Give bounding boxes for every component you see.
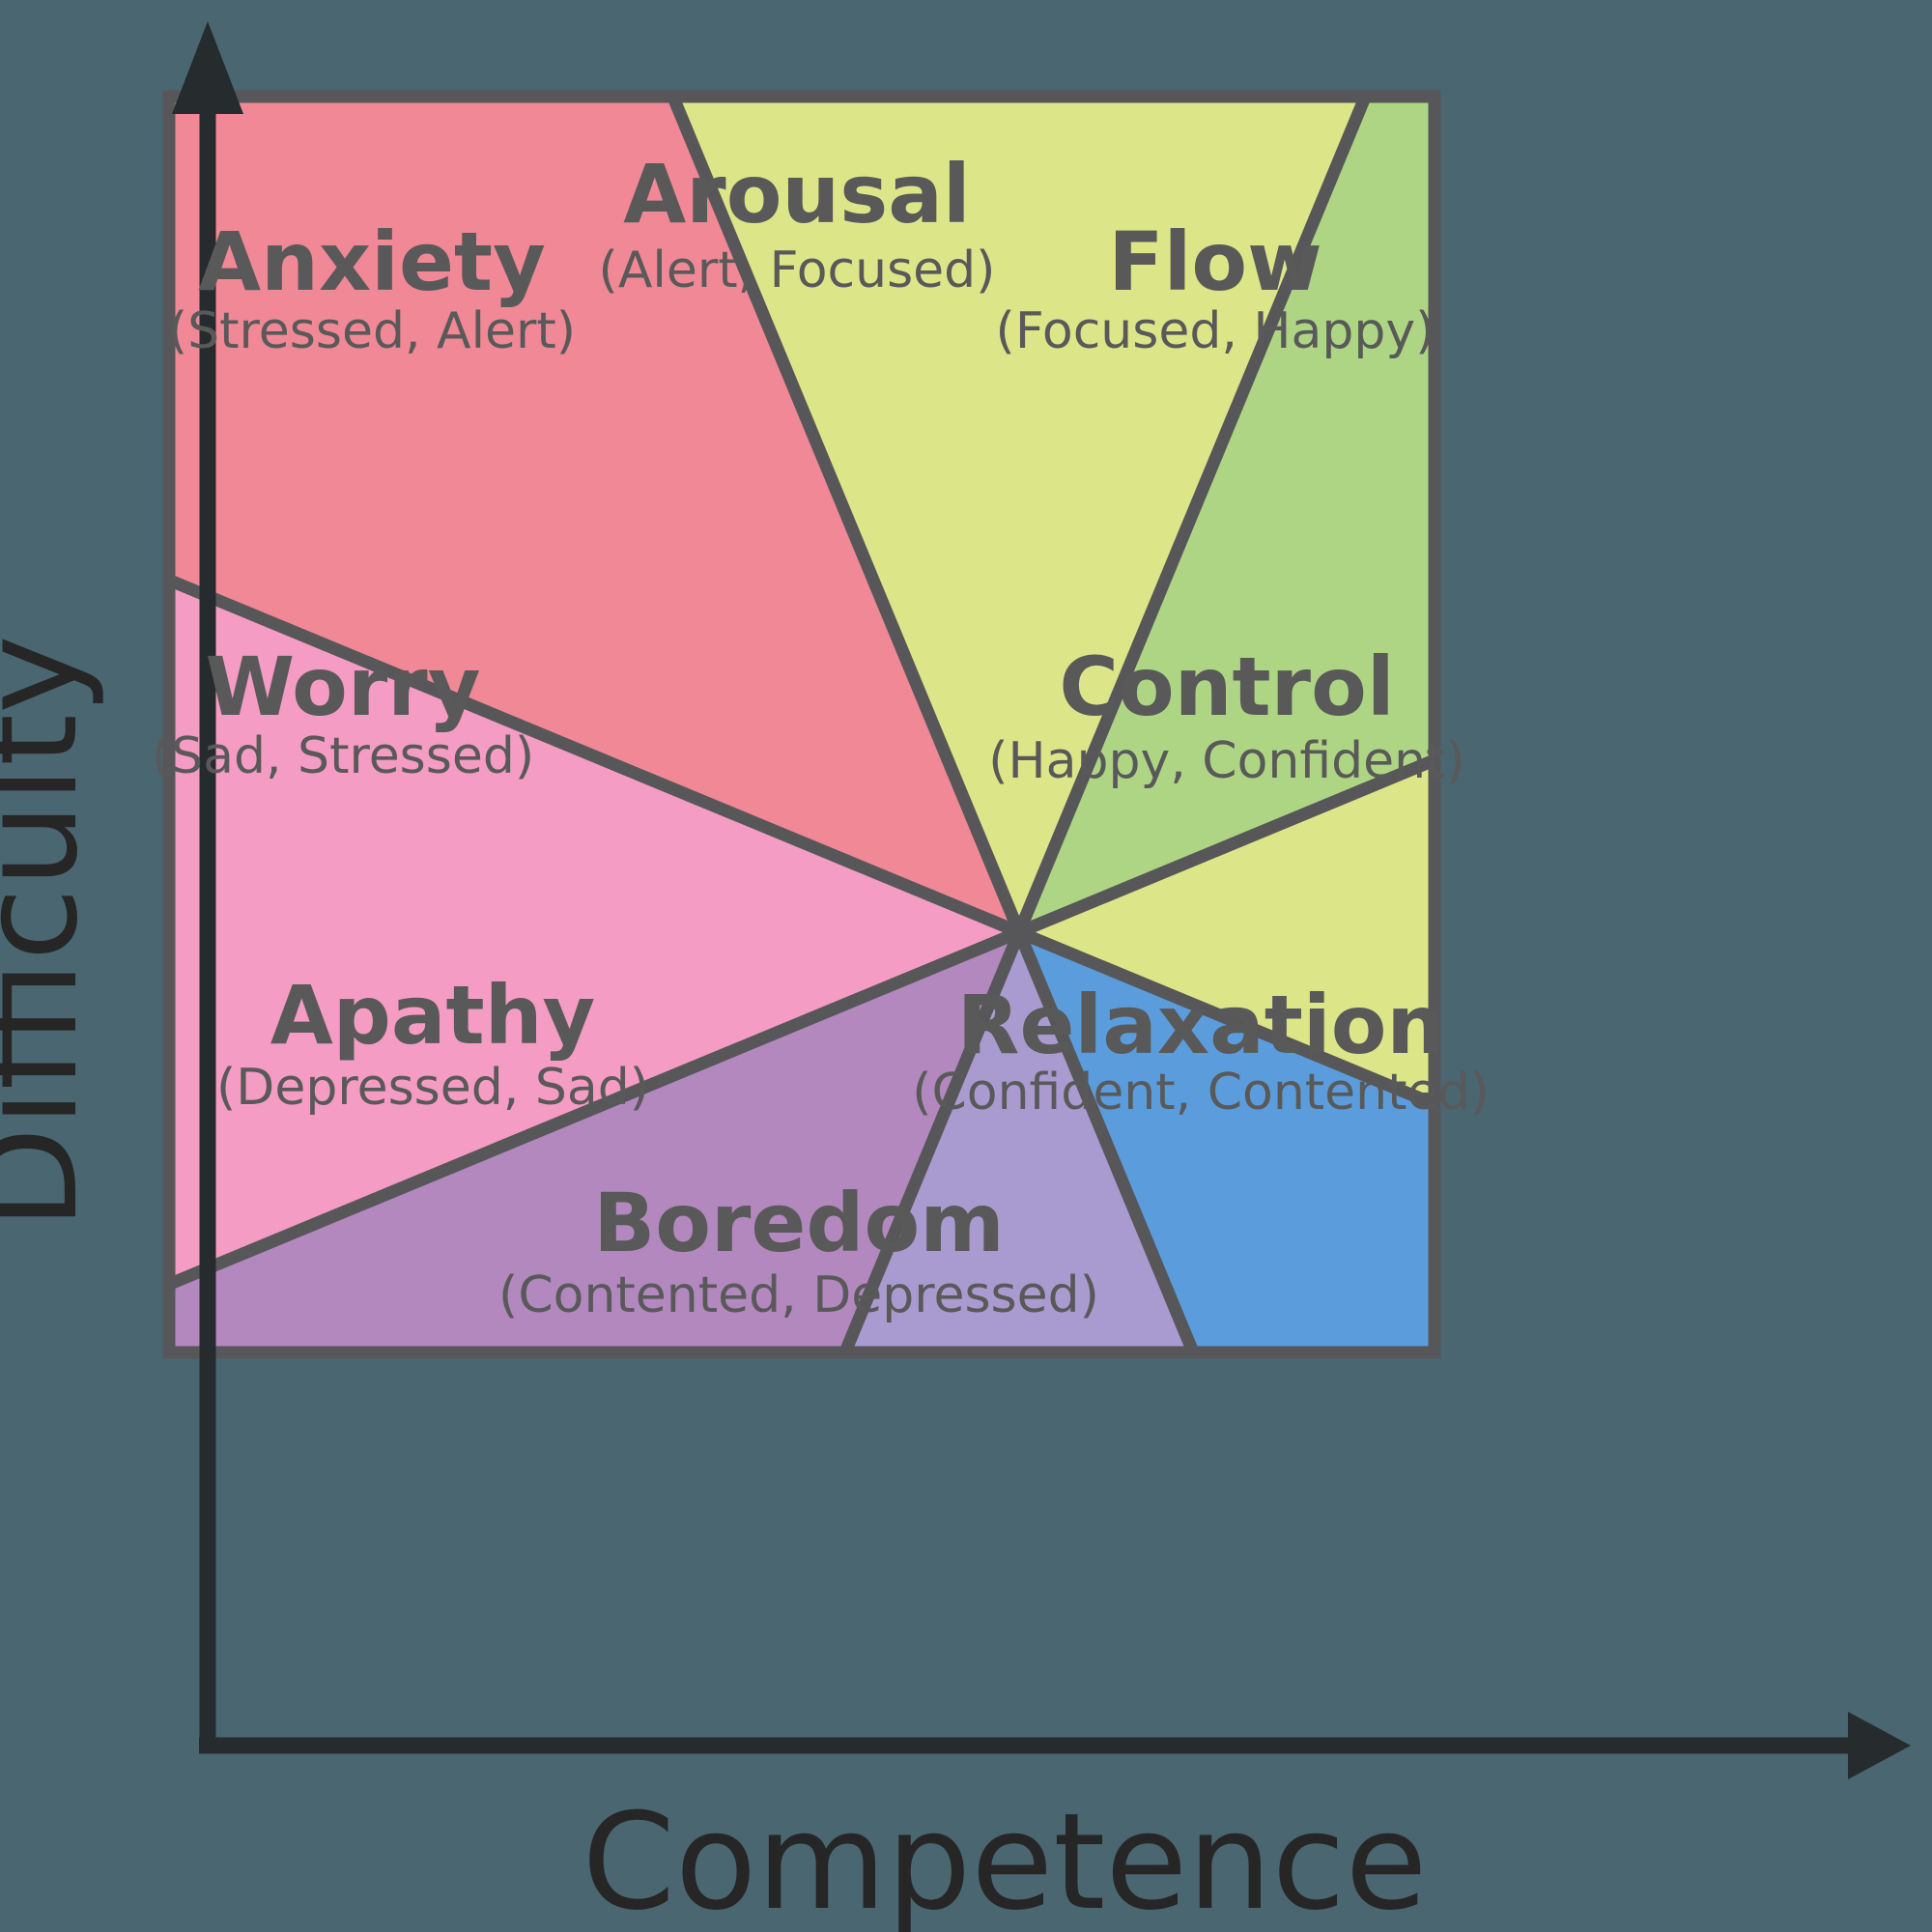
sector-title-relaxation: Relaxation — [957, 978, 1444, 1072]
sector-subtitle-control: (Happy, Confident) — [988, 732, 1465, 790]
sector-title-anxiety: Anxiety — [198, 214, 546, 309]
sector-title-arousal: Arousal — [623, 147, 970, 242]
sector-subtitle-apathy: (Depressed, Sad) — [216, 1059, 649, 1117]
x-axis-arrow-icon — [1848, 1712, 1911, 1779]
sector-flow[interactable] — [1019, 0, 1932, 932]
sector-apathy[interactable] — [0, 932, 1019, 1932]
sector-divider-line — [169, 925, 1022, 1292]
plot-border — [162, 90, 1441, 1359]
sector-subtitle-worry: (Sad, Stressed) — [152, 727, 534, 785]
y-axis-arrow-icon — [172, 21, 243, 114]
sector-title-apathy: Apathy — [270, 968, 596, 1063]
sector-arousal[interactable] — [0, 0, 1932, 932]
sector-center-hub — [1007, 920, 1032, 945]
sector-subtitle-anxiety: (Stressed, Alert) — [168, 302, 576, 360]
sector-subtitle-flow: (Focused, Happy) — [996, 302, 1435, 360]
sector-subtitle-boredom: (Contented, Depressed) — [498, 1266, 1099, 1324]
sector-divider-line — [169, 573, 1022, 939]
sector-boredom[interactable] — [0, 932, 1932, 1932]
y-axis-title: Difficulty — [0, 635, 107, 1229]
sector-title-boredom: Boredom — [593, 1176, 1005, 1270]
sector-subtitle-relaxation: (Confident, Contented) — [912, 1064, 1490, 1122]
sector-divider-line — [1012, 97, 1373, 935]
sector-subtitle-arousal: (Alert, Focused) — [599, 242, 996, 299]
sector-divider-line — [666, 97, 1026, 935]
sector-labels: Anxiety(Stressed, Alert) Arousal(Alert, F… — [152, 147, 1490, 1324]
sector-title-control: Control — [1059, 639, 1394, 734]
x-axis — [199, 1712, 1911, 1779]
x-axis-title: Competence — [582, 1784, 1428, 1932]
sector-title-flow: Flow — [1108, 214, 1321, 309]
y-axis — [172, 21, 243, 1753]
sector-worry[interactable] — [0, 0, 1019, 1932]
sector-title-worry: Worry — [206, 639, 481, 734]
sector-relaxation[interactable] — [1019, 932, 1932, 1932]
sector-control[interactable] — [1019, 0, 1932, 1932]
sector-anxiety[interactable] — [0, 0, 1019, 932]
